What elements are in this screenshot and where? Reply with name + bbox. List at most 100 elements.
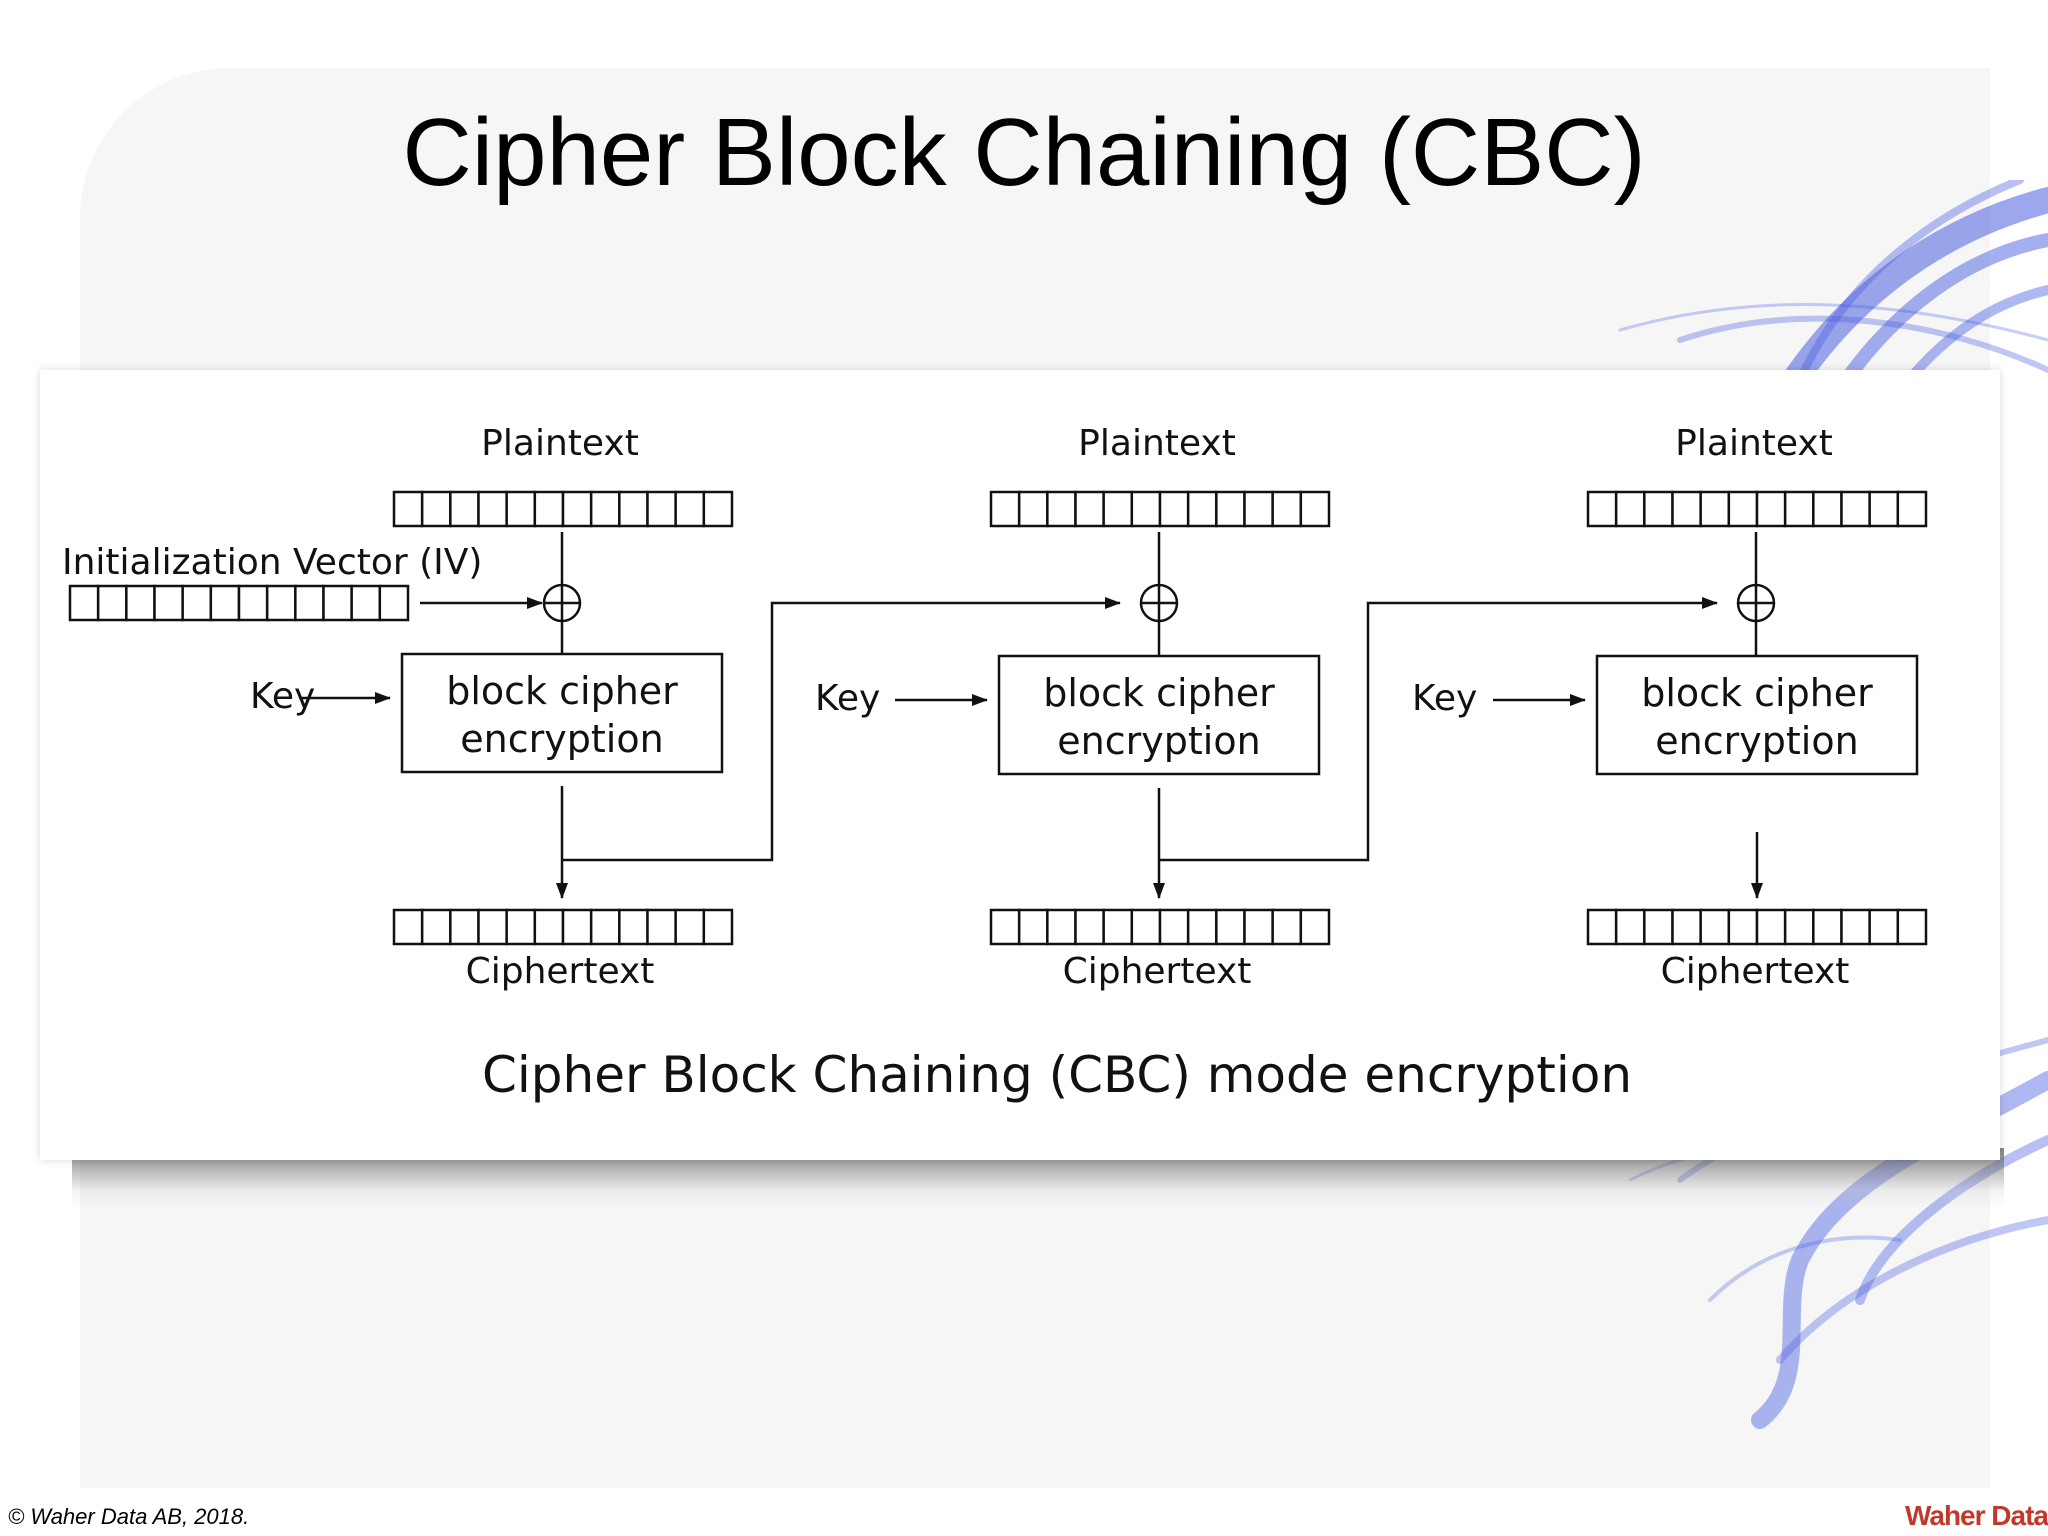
block-cell [322,584,353,622]
stage-3: Plaintext Key block cipher encryption Ci… [1412,423,1928,992]
block-cell [618,908,649,946]
block-cell [477,490,508,528]
cipher-line1-1: block cipher [446,669,678,713]
block-cell [420,908,452,946]
block-cell [989,490,1021,528]
block-cell [1046,490,1077,528]
plaintext-label-3: Plaintext [1675,423,1833,464]
block-cell [265,584,297,622]
block-cell [1586,908,1618,946]
block-cell [618,490,649,528]
block-cell [702,490,734,528]
block-cell [68,584,100,622]
block-cell [1158,908,1190,946]
ciphertext-label-3: Ciphertext [1661,951,1850,992]
ciphertext-block-3 [1586,908,1928,946]
cipher-box-3 [1595,654,1919,776]
cipher-line1-2: block cipher [1043,671,1275,715]
plaintext-block-1 [392,490,734,528]
block-cell [181,584,213,622]
block-cell [1017,490,1049,528]
stage-1: Plaintext Key block cipher encryption Ci… [250,423,734,992]
block-cell [96,584,128,622]
block-cell [1896,908,1928,946]
block-cell [378,584,410,622]
block-cell [1896,490,1928,528]
block-cell [1868,490,1900,528]
block-cell [1614,490,1646,528]
cbc-diagram: Initialization Vector (IV) Plaintext Key… [40,370,2000,1160]
block-cell [1671,908,1702,946]
xor-symbol-3 [1736,583,1776,623]
block-cell [1243,490,1274,528]
block-cell [1699,490,1731,528]
slide-title: Cipher Block Chaining (CBC) [402,99,1646,206]
block-cell [589,908,621,946]
plaintext-label-2: Plaintext [1078,423,1236,464]
block-cell [1727,908,1759,946]
block-cell [1614,908,1646,946]
block-cell [1643,908,1674,946]
cipher-line1-3: block cipher [1641,671,1873,715]
plaintext-label-1: Plaintext [481,423,639,464]
diagram-caption: Cipher Block Chaining (CBC) mode encrypt… [482,1046,1632,1104]
block-cell [1186,490,1218,528]
block-cell [702,908,734,946]
block-cell [237,584,269,622]
block-cell [477,908,508,946]
block-cell [449,490,480,528]
cipher-box-1 [400,652,724,774]
block-cell [1017,908,1049,946]
key-label-3: Key [1412,678,1477,719]
block-cell [1840,490,1871,528]
block-cell [209,584,241,622]
block-cell [1812,490,1843,528]
xor-symbol-1 [542,583,582,623]
block-cell [449,908,480,946]
ciphertext-label-1: Ciphertext [466,951,655,992]
cipher-line2-1: encryption [460,717,663,761]
ciphertext-label-2: Ciphertext [1063,951,1252,992]
block-cell [1271,908,1303,946]
xor-symbol-2 [1139,583,1179,623]
block-cell [1186,908,1218,946]
block-cell [1812,908,1843,946]
block-cell [589,490,621,528]
block-cell [420,490,452,528]
chain-arrow-2 [1159,597,1718,862]
block-cell [646,490,677,528]
block-cell [1158,490,1190,528]
block-cell [392,490,424,528]
block-cell [1046,908,1077,946]
block-cell [505,908,537,946]
footer-copyright: © Waher Data AB, 2018. [8,1504,250,1529]
iv-label: Initialization Vector (IV) [62,542,482,583]
block-cell [1783,490,1815,528]
block-cell [350,584,382,622]
ciphertext-block-1 [392,908,734,946]
block-cell [533,908,565,946]
block-cell [1102,490,1134,528]
block-cell [1215,908,1246,946]
block-cell [561,490,593,528]
block-cell [505,490,537,528]
block-cell [125,584,156,622]
block-cell [561,908,593,946]
block-cell [989,908,1021,946]
key-label-1: Key [250,676,315,717]
block-cell [1755,908,1787,946]
block-cell [1102,908,1134,946]
block-cell [674,490,706,528]
block-cell [1755,490,1787,528]
block-cell [646,908,677,946]
block-cell [1299,490,1331,528]
block-cell [1868,908,1900,946]
block-cell [1074,490,1105,528]
cipher-line2-3: encryption [1655,719,1858,763]
block-cell [1783,908,1815,946]
key-label-2: Key [815,678,880,719]
cbc-diagram-svg: Initialization Vector (IV) Plaintext Key… [62,423,1928,1104]
block-cell [1130,490,1162,528]
chain-arrow-1 [562,597,1121,862]
block-cell [1130,908,1162,946]
